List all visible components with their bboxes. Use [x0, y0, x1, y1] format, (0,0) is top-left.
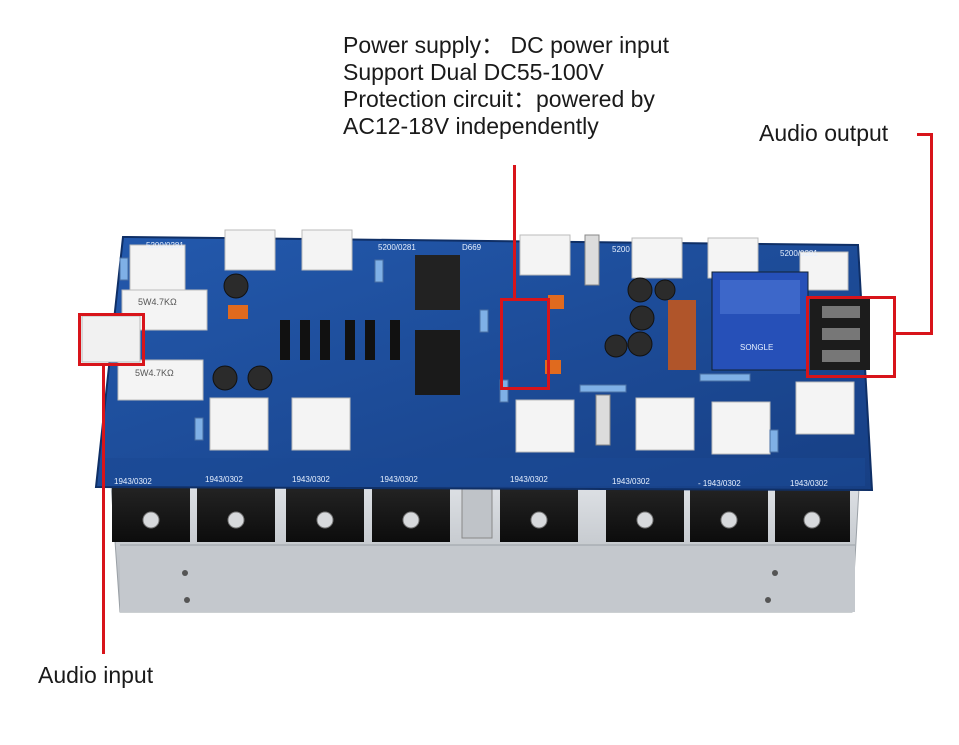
silk-top-right2: 5200/0281	[780, 249, 818, 258]
silk-top-mid: 5200/0281	[378, 243, 416, 252]
power-input-highlight	[500, 298, 550, 390]
white-power-resistors	[117, 229, 855, 455]
output-callout-line-h2	[894, 332, 933, 335]
inductor-coil	[668, 300, 696, 370]
silk-top-d: D669	[462, 243, 482, 252]
silk-bottom-6: 1943/0302	[612, 477, 650, 486]
input-callout-line	[102, 364, 105, 654]
silk-bottom-1: 1943/0302	[114, 477, 152, 486]
driver-heatsink	[415, 255, 460, 310]
caption-protection: Protection circuit：powered by	[343, 86, 655, 112]
silk-bottom-5: 1943/0302	[510, 475, 548, 484]
caption-ac-voltage: AC12-18V independently	[343, 113, 599, 139]
small-transistors	[280, 320, 400, 360]
relay-brand: SONGLE	[740, 343, 773, 352]
audio-input-highlight	[78, 313, 145, 366]
caption-audio-input: Audio input	[38, 662, 154, 688]
relay	[711, 271, 809, 371]
fuses	[584, 234, 611, 446]
audio-output-highlight	[806, 296, 896, 378]
resistor-label-2: 5W4.7KΩ	[135, 368, 174, 378]
output-terminal	[810, 298, 870, 370]
power-callout-line	[513, 165, 516, 300]
electrolytic-capacitors	[212, 273, 676, 391]
silk-bottom-4: 1943/0302	[380, 475, 418, 484]
driver-transistor	[415, 330, 460, 395]
silk-bottom-8: 1943/0302	[790, 479, 828, 488]
silk-bottom-7: - 1943/0302	[698, 479, 741, 488]
input-connector	[81, 315, 141, 363]
output-callout-line-h	[917, 133, 933, 136]
small-resistors	[119, 257, 779, 453]
silk-bottom-2: 1943/0302	[205, 475, 243, 484]
output-callout-line-v	[930, 133, 933, 335]
resistor-label-1: 5W4.7KΩ	[138, 297, 177, 307]
caption-power-supply: Power supply： DC power input	[343, 32, 669, 58]
caption-dual-dc: Support Dual DC55-100V	[343, 59, 604, 85]
silk-top-left: 5200/0281	[146, 241, 184, 250]
silkscreen-texts: 5200/0281 5200/0281 D669 5200 5200/0281 …	[114, 241, 828, 488]
silk-top-right1: 5200	[612, 245, 630, 254]
caption-audio-output: Audio output	[759, 120, 889, 146]
silk-bottom-3: 1943/0302	[292, 475, 330, 484]
